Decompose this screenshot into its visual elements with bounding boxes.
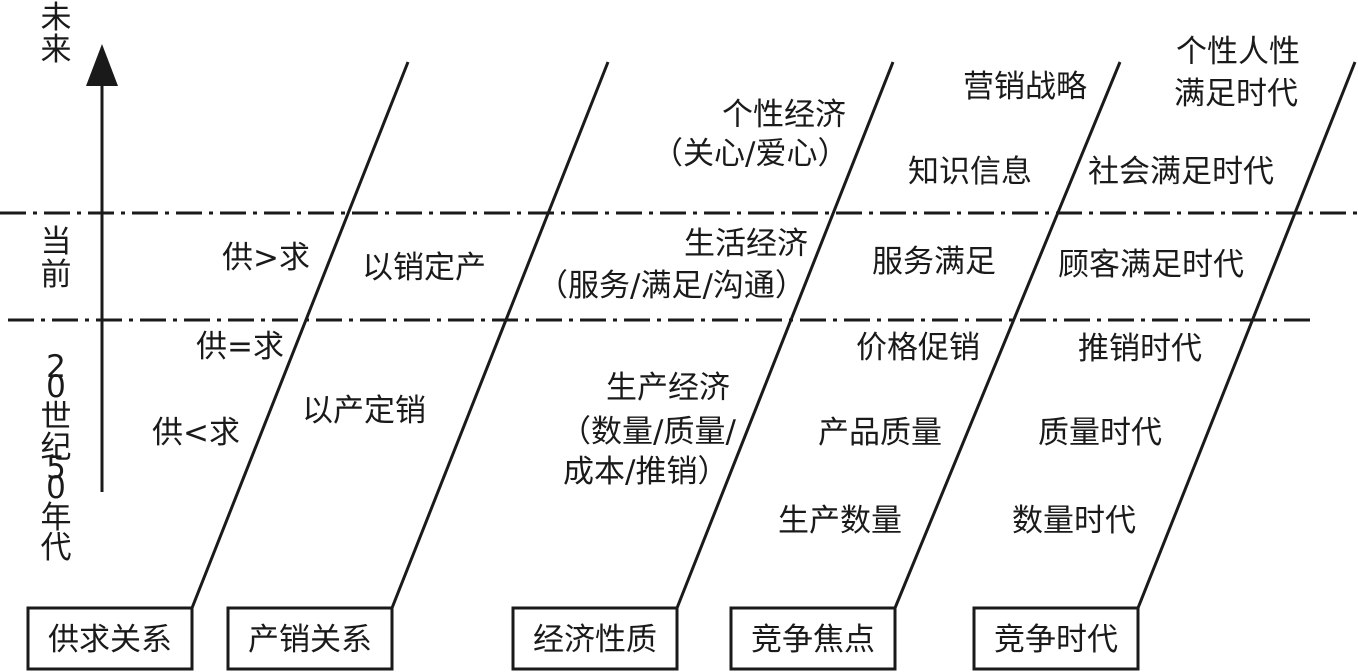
diagonal-bone-1 xyxy=(190,61,410,609)
sales-determine-production: 以销定产 xyxy=(362,250,486,286)
life-economy: 生活经济 xyxy=(684,226,808,262)
supply-gt-demand: 供>求 xyxy=(222,240,310,276)
box-competition-era: 竞争时代 xyxy=(972,606,1140,671)
svg-text:竞争时代: 竞争时代 xyxy=(994,622,1118,658)
production-economy: 生产经济 xyxy=(606,370,730,406)
axis-label-current: 当 前 xyxy=(41,224,72,293)
personality-economy-note: （关心/爱心） xyxy=(652,136,848,172)
svg-text:未: 未 xyxy=(41,0,72,36)
svg-text:年: 年 xyxy=(41,500,72,536)
knowledge-information: 知识信息 xyxy=(908,154,1032,190)
svg-text:当: 当 xyxy=(41,224,72,260)
social-satisfaction-era: 社会满足时代 xyxy=(1088,154,1274,190)
box-competition-focus: 竞争焦点 xyxy=(729,606,897,671)
satisfaction-era: 满足时代 xyxy=(1174,76,1298,112)
diagonal-bone-4 xyxy=(893,61,1122,609)
diagonal-bone-3 xyxy=(675,61,895,609)
push-selling-era: 推销时代 xyxy=(1078,331,1202,367)
svg-text:0: 0 xyxy=(46,369,66,405)
timeline-arrow-head xyxy=(86,44,118,86)
svg-text:0: 0 xyxy=(46,470,66,506)
svg-text:纪: 纪 xyxy=(41,430,72,466)
axis-label-future: 未 来 xyxy=(41,0,72,68)
production-quantity: 生产数量 xyxy=(778,503,902,539)
customer-satisfaction-era: 顾客满足时代 xyxy=(1058,247,1244,283)
supply-eq-demand: 供=求 xyxy=(196,329,284,365)
svg-text:供求关系: 供求关系 xyxy=(48,622,172,658)
production-determine-sales: 以产定销 xyxy=(302,393,426,429)
life-economy-note: （服务/满足/沟通） xyxy=(537,268,806,304)
production-economy-note-1: （数量/质量/ xyxy=(560,414,736,450)
svg-text:来: 来 xyxy=(41,32,72,68)
box-production-sales: 产销关系 xyxy=(226,606,394,671)
svg-text:经济性质: 经济性质 xyxy=(533,622,657,658)
production-economy-note-2: 成本/推销） xyxy=(563,454,728,490)
price-promotion: 价格促销 xyxy=(856,330,980,366)
box-supply-demand: 供求关系 xyxy=(26,606,194,671)
personality-economy: 个性经济 xyxy=(722,97,846,133)
quality-era: 质量时代 xyxy=(1038,415,1162,451)
svg-text:竞争焦点: 竞争焦点 xyxy=(751,622,875,658)
svg-text:产销关系: 产销关系 xyxy=(248,622,372,658)
svg-text:世: 世 xyxy=(41,399,72,435)
svg-text:2: 2 xyxy=(46,349,66,385)
individuality-humanity: 个性人性 xyxy=(1176,34,1300,70)
box-economic-nature: 经济性质 xyxy=(511,606,679,671)
svg-text:前: 前 xyxy=(41,257,72,293)
product-quality: 产品质量 xyxy=(818,415,942,451)
marketing-strategy: 营销战略 xyxy=(963,69,1087,105)
svg-text:5: 5 xyxy=(46,450,66,486)
svg-text:代: 代 xyxy=(41,530,72,566)
supply-lt-demand: 供<求 xyxy=(152,415,240,451)
diagonal-bone-2 xyxy=(390,61,610,609)
axis-label-1950s: 2 0 世 纪 5 0 年 代 xyxy=(41,349,72,566)
service-satisfaction: 服务满足 xyxy=(872,244,996,280)
diagonal-bone-5 xyxy=(1136,61,1357,609)
quantity-era: 数量时代 xyxy=(1012,503,1136,539)
